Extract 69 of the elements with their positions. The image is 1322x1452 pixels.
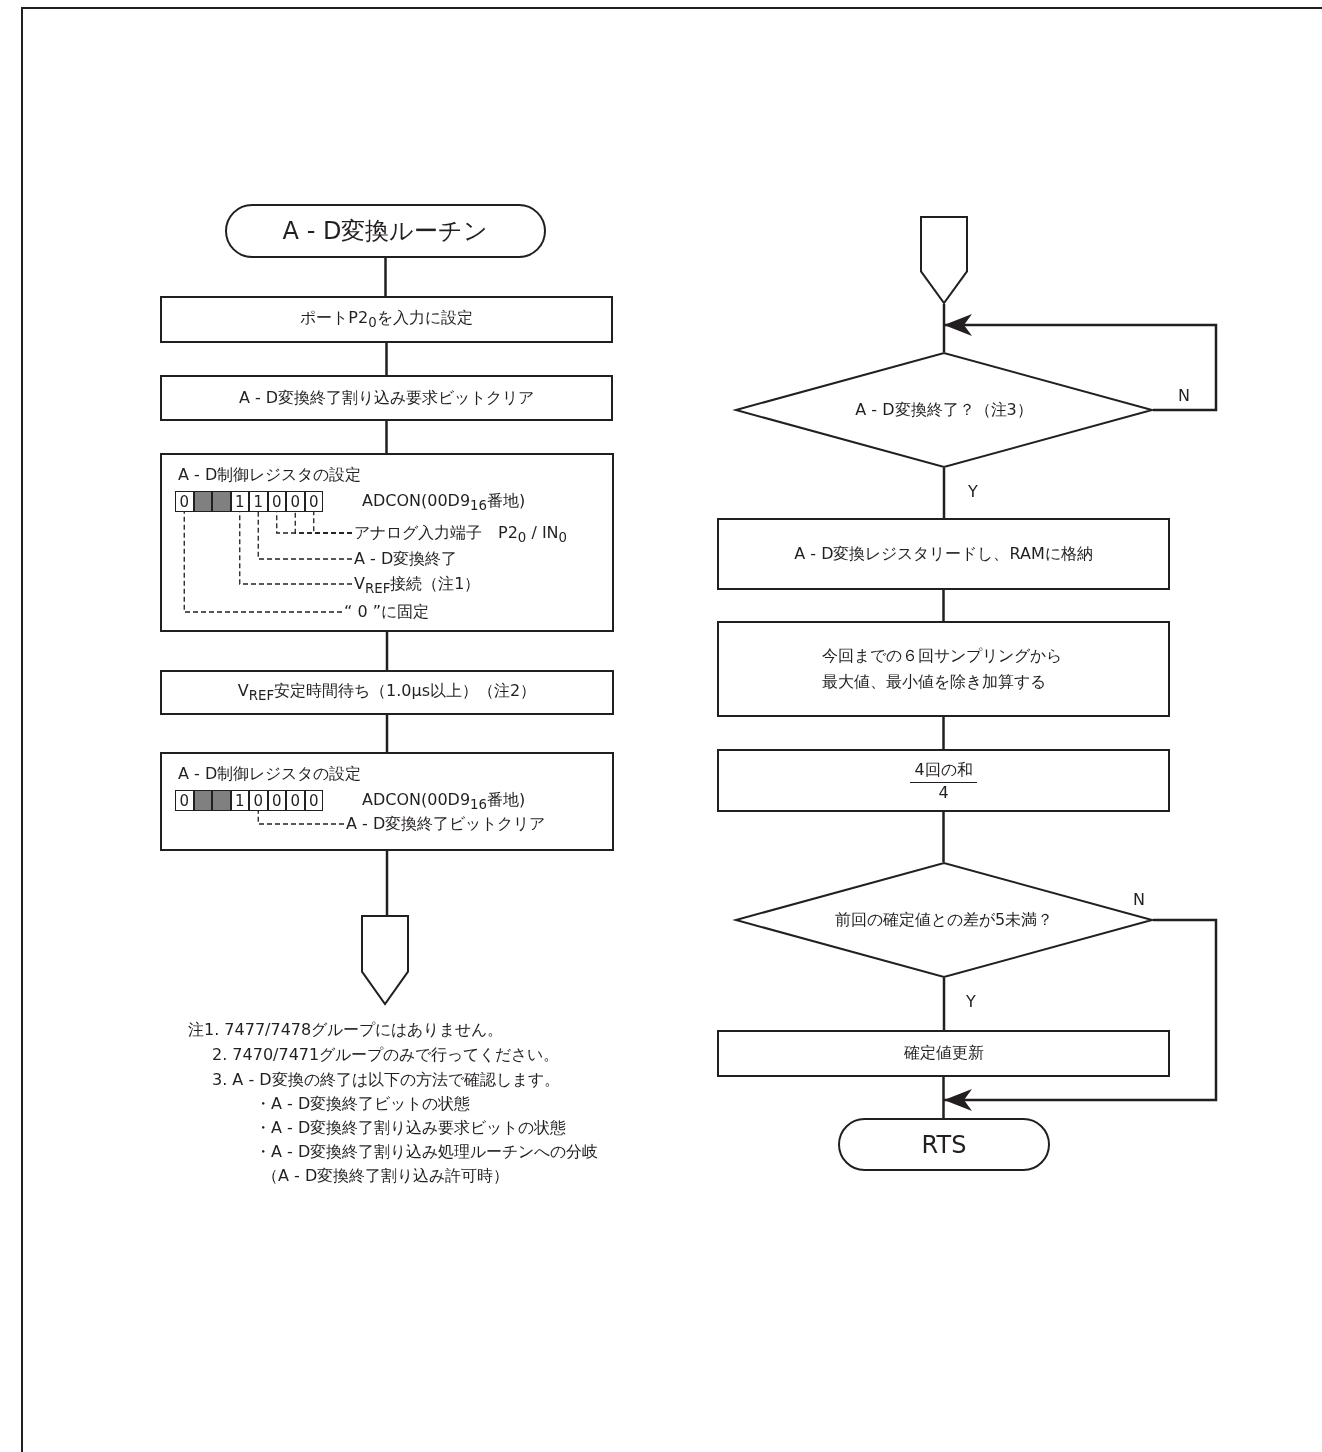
register-heading: A - D制御レジスタの設定 <box>178 764 362 785</box>
connector-line <box>385 421 388 453</box>
bit-cell: 1 <box>230 491 249 512</box>
bit-cell: 0 <box>267 491 286 512</box>
footnote-text: ・A - D変換終了割り込み要求ビットの状態 <box>255 1118 567 1139</box>
connector-line <box>942 1077 945 1118</box>
footnote-text: ・A - D変換終了ビットの状態 <box>255 1094 471 1115</box>
register-name: ADCON(00D9$_{16}$番地) <box>362 790 526 813</box>
leader-line <box>257 810 345 825</box>
process-label: V$_{REF}$安定時間待ち（1.0μs以上）（注2） <box>237 681 537 704</box>
bit-cell: 0 <box>304 790 323 811</box>
footnote-text: ・A - D変換終了割り込み処理ルーチンへの分岐 <box>255 1142 599 1163</box>
connector-line <box>385 715 389 752</box>
leader-line <box>183 511 343 613</box>
terminal-label: RTS <box>921 1130 967 1159</box>
connector-line <box>385 343 388 375</box>
shaded-bit-cell <box>212 790 231 811</box>
arrow <box>944 918 1218 1111</box>
terminal-label: A - D変換ルーチン <box>282 216 489 247</box>
process-box <box>160 375 613 421</box>
register-box <box>160 752 614 851</box>
register-name: ADCON(00D9$_{16}$番地) <box>362 491 526 514</box>
bit-cell: 1 <box>230 790 249 811</box>
connector-line <box>385 851 389 915</box>
offpage-connector <box>920 216 968 304</box>
connector-line <box>942 717 945 749</box>
register-box <box>160 453 614 632</box>
process-box <box>160 296 613 343</box>
process-box <box>717 1030 1170 1077</box>
connector-line <box>942 590 945 621</box>
annotation-text: “ 0 ”に固定 <box>342 602 431 622</box>
bit-cell: 0 <box>175 790 194 811</box>
connector-line <box>384 258 387 296</box>
fraction-denominator: 4 <box>938 782 949 802</box>
leader-line <box>257 511 353 560</box>
leader-line <box>313 511 353 534</box>
connector-line <box>942 468 946 518</box>
footnote-text: （A - D変換終了割り込み許可時） <box>262 1166 510 1187</box>
offpage-connector <box>361 915 409 1005</box>
footnote-text: 3. A - D変換の終了は以下の方法で確認します。 <box>212 1070 560 1091</box>
fraction-numerator: 4回の和 <box>910 759 977 783</box>
bit-cell: 0 <box>249 790 268 811</box>
connector-line <box>942 978 946 1030</box>
bit-cell: 0 <box>286 790 305 811</box>
process-box <box>717 749 1170 812</box>
process-label: 今回までの６回サンプリングから最大値、最小値を除き加算する <box>821 645 1063 693</box>
arrow <box>944 314 1218 412</box>
connector-line <box>942 304 946 352</box>
register-heading: A - D制御レジスタの設定 <box>178 465 362 486</box>
process-label: ポートP2$_{0}$を入力に設定 <box>300 308 473 331</box>
decision-label: 前回の確定値との差が5未満？ <box>834 909 1054 931</box>
bit-cell: 0 <box>286 491 305 512</box>
process-box <box>717 518 1170 590</box>
bit-cell: 0 <box>175 491 194 512</box>
annotation-text: アナログ入力端子 P2$_{0}$ / IN$_{0}$ <box>352 523 570 543</box>
decision-label: A - D変換終了？（注3） <box>855 399 1033 421</box>
process-label: 確定値更新 <box>903 1043 984 1064</box>
connector-line <box>942 812 945 862</box>
footnote-text: 注1. 7477/7478グループにはありません。 <box>188 1020 504 1041</box>
bit-cell: 0 <box>267 790 286 811</box>
bit-cell: 0 <box>304 491 323 512</box>
connector-line <box>385 632 389 670</box>
footnote-text: 2. 7470/7471グループのみで行ってください。 <box>212 1045 560 1066</box>
process-box <box>717 621 1170 717</box>
bit-cell: 1 <box>249 491 268 512</box>
process-box <box>160 670 614 715</box>
process-label: A - D変換レジスタリードし、RAMに格納 <box>794 543 1093 565</box>
shaded-bit-cell <box>212 491 231 512</box>
process-label: A - D変換終了割り込み要求ビットクリア <box>238 387 535 409</box>
